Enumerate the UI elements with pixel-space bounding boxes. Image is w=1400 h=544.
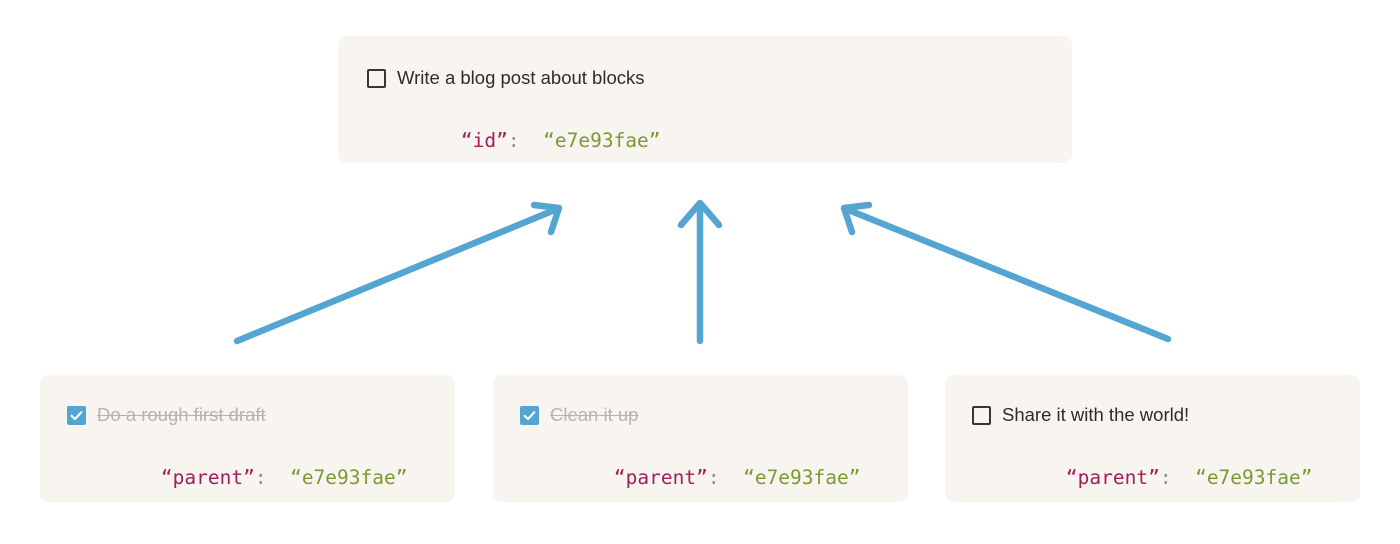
child-block-card-1-content: Clean it up “parent”: “e7e93fae” [520,402,890,517]
parent-json-value: “e7e93fae” [543,129,661,152]
child-0-todo-label: Do a rough first draft [97,404,266,425]
child-block-card-1[interactable]: Clean it up “parent”: “e7e93fae” [493,375,908,502]
child-0-json-colon: : [254,466,267,489]
parent-json-row: “id”: “e7e93fae” [367,102,1054,180]
checkbox-empty-icon[interactable] [367,68,386,88]
child-1-json-key: “parent” [613,466,708,489]
child-0-todo-row: Do a rough first draft [67,402,437,428]
arrow-child-0-to-parent [233,201,563,345]
child-1-json-colon: : [707,466,720,489]
child-2-json-key: “parent” [1065,466,1160,489]
child-block-card-0-content: Do a rough first draft “parent”: “e7e93f… [67,402,437,517]
checkbox-checked-icon[interactable] [520,405,539,425]
child-2-json-colon: : [1159,466,1172,489]
child-1-json-row: “parent”: “e7e93fae” [520,439,890,517]
child-2-todo-row: Share it with the world! [972,402,1342,428]
arrow-child-2-to-parent [840,201,1172,343]
child-1-todo-label: Clean it up [550,404,639,425]
child-1-todo-row: Clean it up [520,402,890,428]
child-0-json-row: “parent”: “e7e93fae” [67,439,437,517]
child-1-json-value: “e7e93fae” [743,466,861,489]
child-2-json-value: “e7e93fae” [1195,466,1313,489]
child-block-card-2[interactable]: Share it with the world! “parent”: “e7e9… [945,375,1360,502]
parent-json-colon: : [507,129,520,152]
parent-block-card[interactable]: Write a blog post about blocks “id”: “e7… [338,36,1072,163]
checkbox-checked-icon[interactable] [67,405,86,425]
child-block-card-0[interactable]: Do a rough first draft “parent”: “e7e93f… [40,375,455,502]
child-0-json-key: “parent” [160,466,255,489]
child-0-json-value: “e7e93fae” [290,466,408,489]
child-block-card-2-content: Share it with the world! “parent”: “e7e9… [972,402,1342,517]
parent-json-key: “id” [460,129,508,152]
parent-todo-label: Write a blog post about blocks [397,67,645,88]
child-2-json-row: “parent”: “e7e93fae” [972,439,1342,517]
parent-todo-row: Write a blog post about blocks [367,65,1054,91]
parent-block-card-content: Write a blog post about blocks “id”: “e7… [367,65,1054,180]
child-2-todo-label: Share it with the world! [1002,404,1190,425]
arrow-child-1-to-parent [677,199,723,345]
checkbox-empty-icon[interactable] [972,405,991,425]
